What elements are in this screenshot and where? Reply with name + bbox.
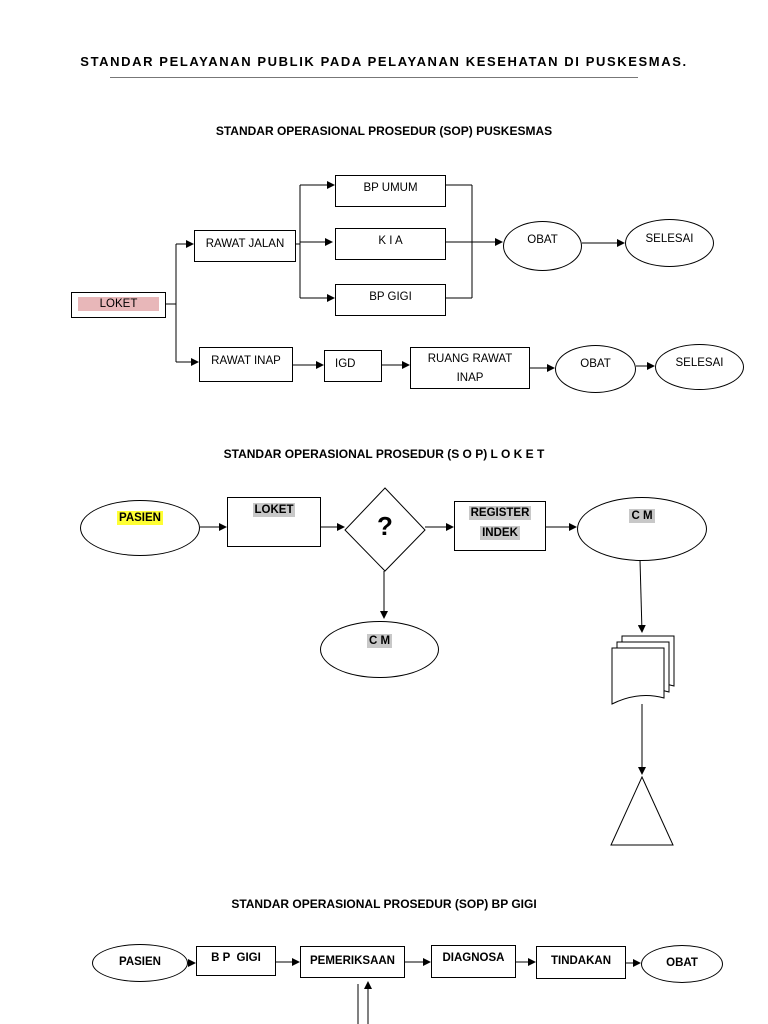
obat-label-3: OBAT [666, 957, 698, 969]
pasien-node-3: PASIEN [92, 944, 188, 982]
decision-diamond [344, 487, 426, 572]
igd-label: IGD [335, 358, 356, 370]
cm-node-bottom: C M [320, 621, 439, 678]
cm-label-right: C M [629, 509, 655, 523]
rawat-inap-label: RAWAT INAP [211, 355, 281, 367]
igd-node: IGD [324, 350, 382, 382]
loket-label: LOKET [77, 297, 160, 311]
pasien-label: PASIEN [117, 511, 163, 525]
obat-node-3: OBAT [641, 945, 723, 983]
obat-node-1: OBAT [503, 221, 582, 271]
pemeriksaan-label: PEMERIKSAAN [310, 955, 395, 967]
diagnosa-node: DIAGNOSA [431, 945, 516, 978]
ruang-rawat-inap-label-2: INAP [456, 372, 484, 384]
rawat-inap-node: RAWAT INAP [199, 347, 293, 382]
obat-label-2: OBAT [580, 358, 611, 370]
bp-gigi-node-3: B P GIGI [196, 946, 276, 976]
ruang-rawat-inap-node: RUANG RAWAT INAP [410, 347, 530, 389]
obat-label-1: OBAT [527, 234, 558, 246]
bp-umum-node: BP UMUM [335, 175, 446, 207]
kia-label: K I A [378, 235, 403, 247]
decision-label: ? [377, 511, 393, 541]
tindakan-label: TINDAKAN [550, 955, 612, 967]
pasien-label-3: PASIEN [119, 956, 161, 968]
rawat-jalan-label: RAWAT JALAN [205, 238, 285, 250]
ruang-rawat-inap-label-1: RUANG RAWAT [427, 353, 513, 365]
pasien-node: PASIEN [80, 500, 200, 556]
bp-umum-label: BP UMUM [363, 182, 418, 194]
selesai-node-2: SELESAI [655, 344, 744, 390]
kia-node: K I A [335, 228, 446, 260]
loket-node: LOKET [71, 292, 166, 318]
loket-label-2: LOKET [252, 503, 296, 517]
documents-icon [611, 635, 675, 705]
bp-gigi-node: BP GIGI [335, 284, 446, 316]
page-title: STANDAR PELAYANAN PUBLIK PADA PELAYANAN … [80, 54, 688, 69]
arrow-to-documents [637, 559, 646, 633]
storage-triangle-icon [610, 775, 674, 846]
register-indek-node: REGISTER INDEK [454, 501, 546, 551]
cm-node-right: C M [577, 497, 707, 561]
selesai-label-1: SELESAI [645, 233, 694, 245]
cm-label-bottom: C M [366, 634, 393, 648]
bp-gigi-label: BP GIGI [369, 291, 412, 303]
diagnosa-label: DIAGNOSA [442, 952, 505, 964]
register-label: REGISTER [468, 506, 532, 520]
sop-loket-title: STANDAR OPERASIONAL PROSEDUR (S O P) L O… [223, 447, 545, 461]
loket-node-2: LOKET [227, 497, 321, 547]
tindakan-node: TINDAKAN [536, 946, 626, 979]
obat-node-2: OBAT [555, 345, 636, 393]
sop-bp-gigi-title: STANDAR OPERASIONAL PROSEDUR (SOP) BP GI… [231, 897, 537, 911]
bp-gigi-label-3: B P GIGI [211, 952, 261, 964]
rawat-jalan-node: RAWAT JALAN [194, 230, 296, 262]
selesai-node-1: SELESAI [625, 219, 714, 267]
indek-label: INDEK [480, 526, 520, 540]
selesai-label-2: SELESAI [675, 357, 724, 369]
sop-puskesmas-title: STANDAR OPERASIONAL PROSEDUR (SOP) PUSKE… [215, 124, 553, 138]
pemeriksaan-node: PEMERIKSAAN [300, 946, 405, 978]
title-underline [110, 77, 638, 78]
